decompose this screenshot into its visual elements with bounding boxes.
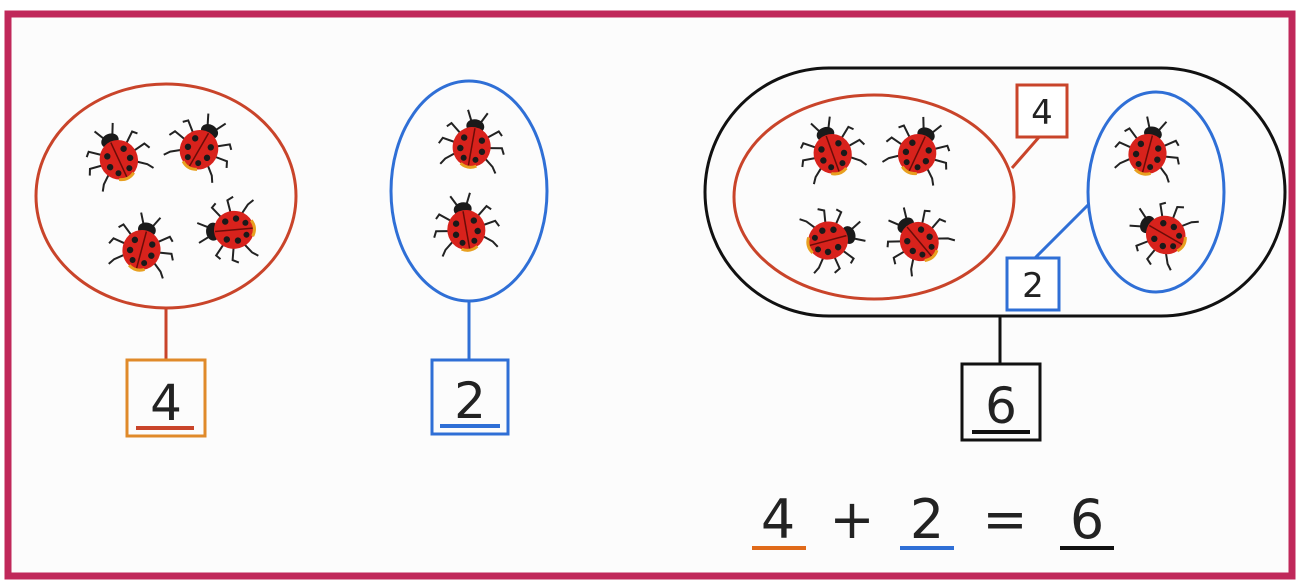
equation-plus: + xyxy=(829,488,874,551)
middle-count-number: 2 xyxy=(454,372,486,430)
left-count-number: 4 xyxy=(150,374,182,432)
combined-inner-ellipse-a xyxy=(732,93,1016,301)
equation-equals: = xyxy=(982,488,1027,551)
equation-addend-a: 4 xyxy=(761,488,795,551)
total-count-number: 6 xyxy=(985,377,1017,435)
equation-addend-b: 2 xyxy=(910,488,944,551)
combined-a-count-box xyxy=(1015,83,1069,139)
combined-a-connector xyxy=(1010,135,1042,169)
left-count-box xyxy=(125,358,207,438)
page-frame xyxy=(4,10,1296,580)
combined-inner-ellipse-b xyxy=(1086,90,1226,294)
combined-b-count-number: 2 xyxy=(1022,266,1044,306)
combined-b-count-box xyxy=(1005,256,1061,312)
combined-a-count-number: 4 xyxy=(1031,93,1053,133)
combined-b-connector xyxy=(1033,203,1090,260)
equation-sum: 6 xyxy=(1070,488,1104,551)
total-count-box xyxy=(960,362,1042,442)
middle-count-box xyxy=(430,358,510,436)
combined-group-capsule xyxy=(703,66,1287,318)
